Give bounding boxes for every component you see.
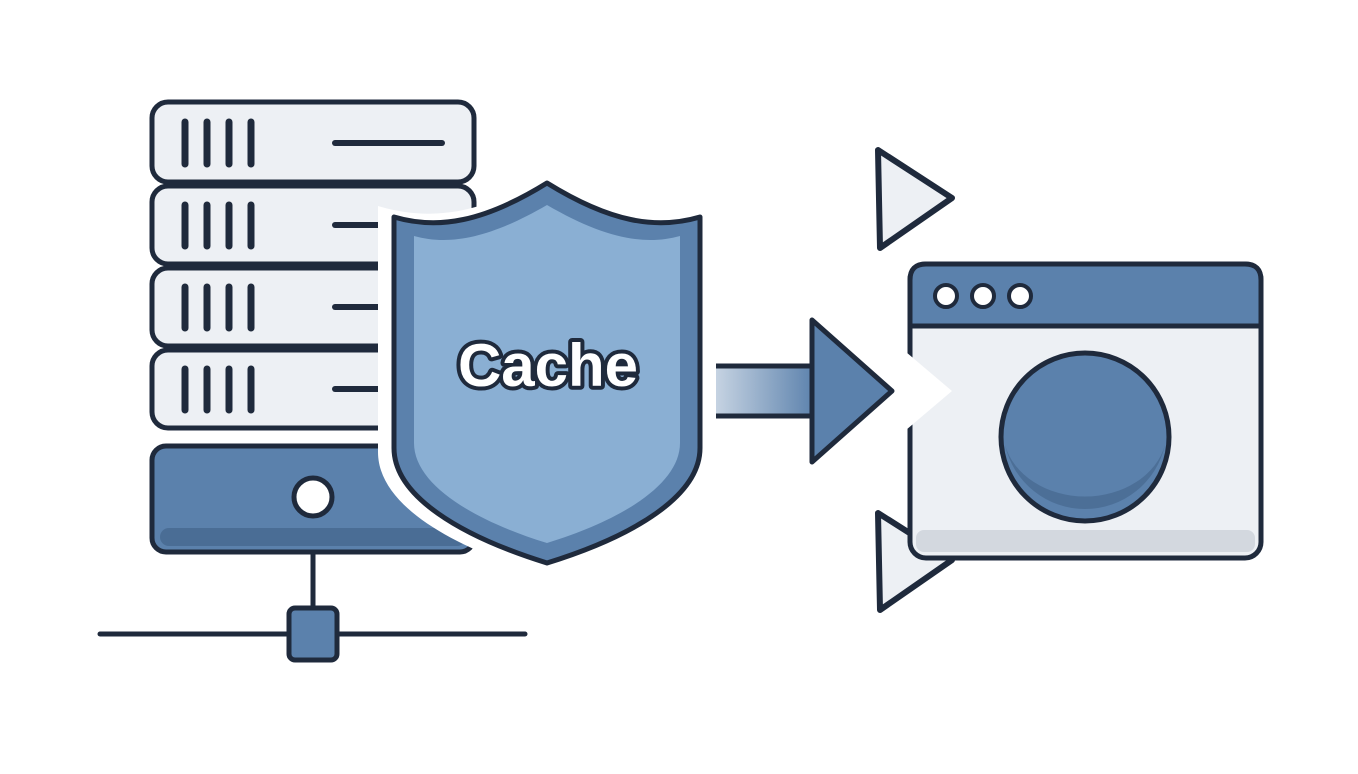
network-node-icon xyxy=(97,552,528,663)
content-circle xyxy=(998,350,1172,524)
arrow-right-icon xyxy=(716,317,895,465)
window-dot-icon xyxy=(1007,283,1033,309)
window-dot-icon xyxy=(933,283,959,309)
arrow-right-icon xyxy=(705,147,955,251)
shield-icon: Cache xyxy=(378,174,716,575)
cache-label: Cache xyxy=(458,332,638,399)
server-unit xyxy=(149,99,477,185)
browser-window-icon xyxy=(906,261,1264,561)
power-button-icon xyxy=(291,475,335,519)
window-dot-icon xyxy=(970,283,996,309)
